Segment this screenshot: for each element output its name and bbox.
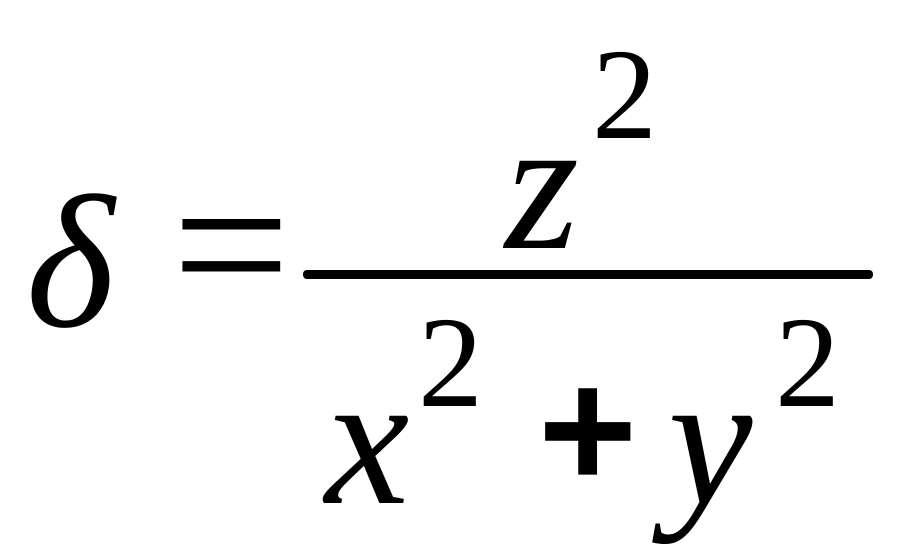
lhs-delta: δ bbox=[26, 158, 115, 368]
fraction-bar bbox=[303, 270, 873, 279]
denominator-term2-exponent: 2 bbox=[775, 291, 840, 435]
denominator-term1-exponent: 2 bbox=[418, 291, 483, 435]
denominator-term1-variable: x bbox=[325, 335, 410, 545]
plus-sign: + bbox=[538, 335, 638, 525]
equals-sign: = bbox=[172, 129, 291, 361]
numerator-variable: z bbox=[505, 80, 579, 290]
numerator-exponent: 2 bbox=[592, 23, 657, 167]
denominator-term2-variable: y bbox=[668, 335, 753, 545]
